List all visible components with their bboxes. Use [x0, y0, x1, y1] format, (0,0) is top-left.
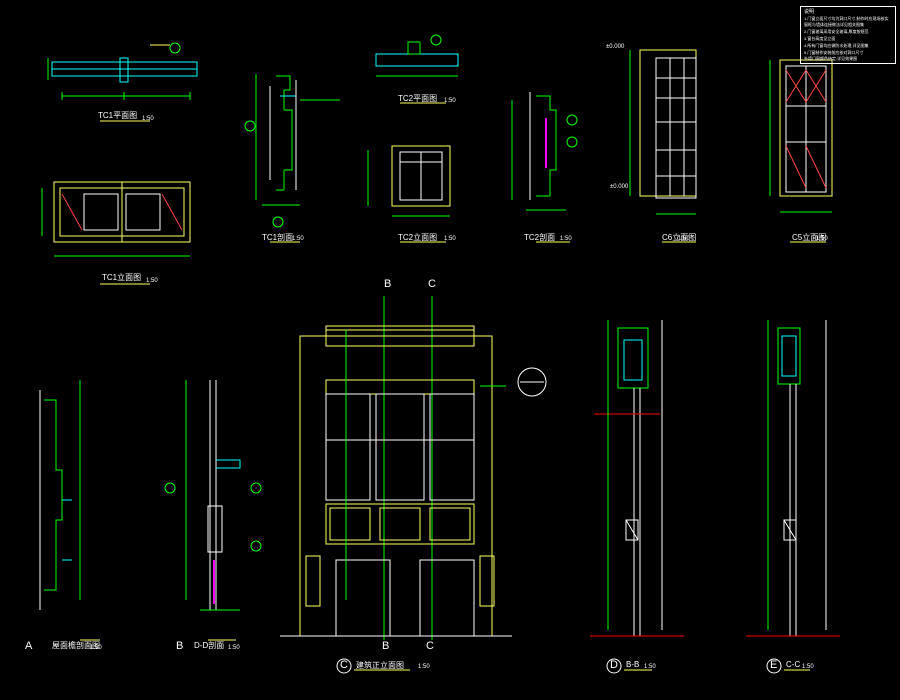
title-c6-elevation: C6立面图	[662, 233, 697, 242]
elev-mark-c6-top: ±0.000	[606, 44, 625, 50]
a-section-drawing	[39, 380, 100, 641]
title-tc1-plan: TC1平面图	[98, 111, 138, 120]
b-section-drawing	[164, 380, 262, 641]
c5-elevation-drawing	[769, 59, 833, 243]
tc1-elevation-drawing	[41, 181, 191, 285]
title-main-elevation: 建筑正立面图	[356, 661, 404, 670]
grid-letter-c-bottom: C	[426, 640, 434, 652]
callout-b: B	[176, 640, 184, 652]
notes-line: 1.门窗立面尺寸均为洞口尺寸,制作时应现场核实	[804, 16, 889, 21]
c6-elevation-drawing	[629, 49, 697, 243]
tc1-section-drawing	[244, 74, 340, 243]
general-notes-box: 说明 1.门窗立面尺寸均为洞口尺寸,制作时应现场核实 窗框与墙体连接做法详见相关…	[800, 6, 896, 64]
grid-letter-b-bottom: B	[382, 640, 390, 652]
scale-tc1-elevation: 1:50	[146, 278, 158, 284]
title-a-section: 屋面檐剖面图	[52, 641, 100, 650]
scale-tc1-plan: 1:50	[142, 116, 154, 122]
main-elevation-drawing	[280, 296, 547, 674]
notes-line: 4.所有门窗均应做防水处理,详见图集	[804, 43, 869, 48]
notes-line: 5.门窗制作安装前应核对洞口尺寸	[804, 50, 864, 55]
title-tc1-elevation: TC1立面图	[102, 273, 142, 282]
tc2-section-drawing	[511, 92, 578, 243]
notes-title: 说明	[804, 9, 815, 15]
title-d-section: B-B	[626, 660, 640, 669]
title-c5-elevation: C5立面图	[792, 233, 827, 242]
notes-line: 外墙门窗颜色待定,详见效果图	[804, 56, 858, 61]
d-section-drawing	[590, 320, 684, 674]
callout-a: A	[25, 640, 33, 652]
notes-line: 窗框与墙体连接做法详见相关图集	[804, 22, 864, 27]
scale-d-section: 1:50	[644, 664, 656, 670]
grid-letter-b-top: B	[384, 278, 392, 290]
elev-mark-c6-bottom: ±0.000	[610, 184, 629, 190]
notes-line: 2.门窗玻璃采用安全玻璃,厚度按规范	[804, 29, 869, 34]
scale-c6-elevation: 1:50	[678, 236, 690, 242]
title-b-section: D-D剖面	[194, 641, 225, 650]
title-tc2-elevation: TC2立面图	[398, 233, 438, 242]
scale-c5-elevation: 1:50	[816, 236, 828, 242]
scale-tc1-section: 1:50	[292, 236, 304, 242]
title-tc2-section: TC2剖面	[524, 233, 556, 242]
title-tc1-section: TC1剖面	[262, 233, 294, 242]
e-section-drawing	[746, 320, 840, 674]
callout-d: D	[610, 659, 618, 671]
callout-e: E	[770, 659, 778, 671]
scale-tc2-section: 1:50	[560, 236, 572, 242]
scale-b-section: 1:50	[228, 645, 240, 651]
scale-tc2-plan: 1:50	[444, 98, 456, 104]
scale-e-section: 1:50	[802, 664, 814, 670]
callout-c: C	[340, 659, 348, 671]
grid-letter-c-top: C	[428, 278, 436, 290]
tc2-plan-drawing	[375, 34, 459, 104]
title-tc2-plan: TC2平面图	[398, 94, 438, 103]
tc1-plan-drawing	[47, 42, 198, 122]
tc2-elevation-drawing	[367, 145, 451, 243]
scale-main-elevation: 1:50	[418, 664, 430, 670]
scale-tc2-elevation: 1:50	[444, 236, 456, 242]
scale-a-section: 1:50	[90, 645, 102, 651]
notes-line: 3.窗台高度见立面	[804, 36, 836, 41]
title-e-section: C-C	[786, 660, 801, 669]
